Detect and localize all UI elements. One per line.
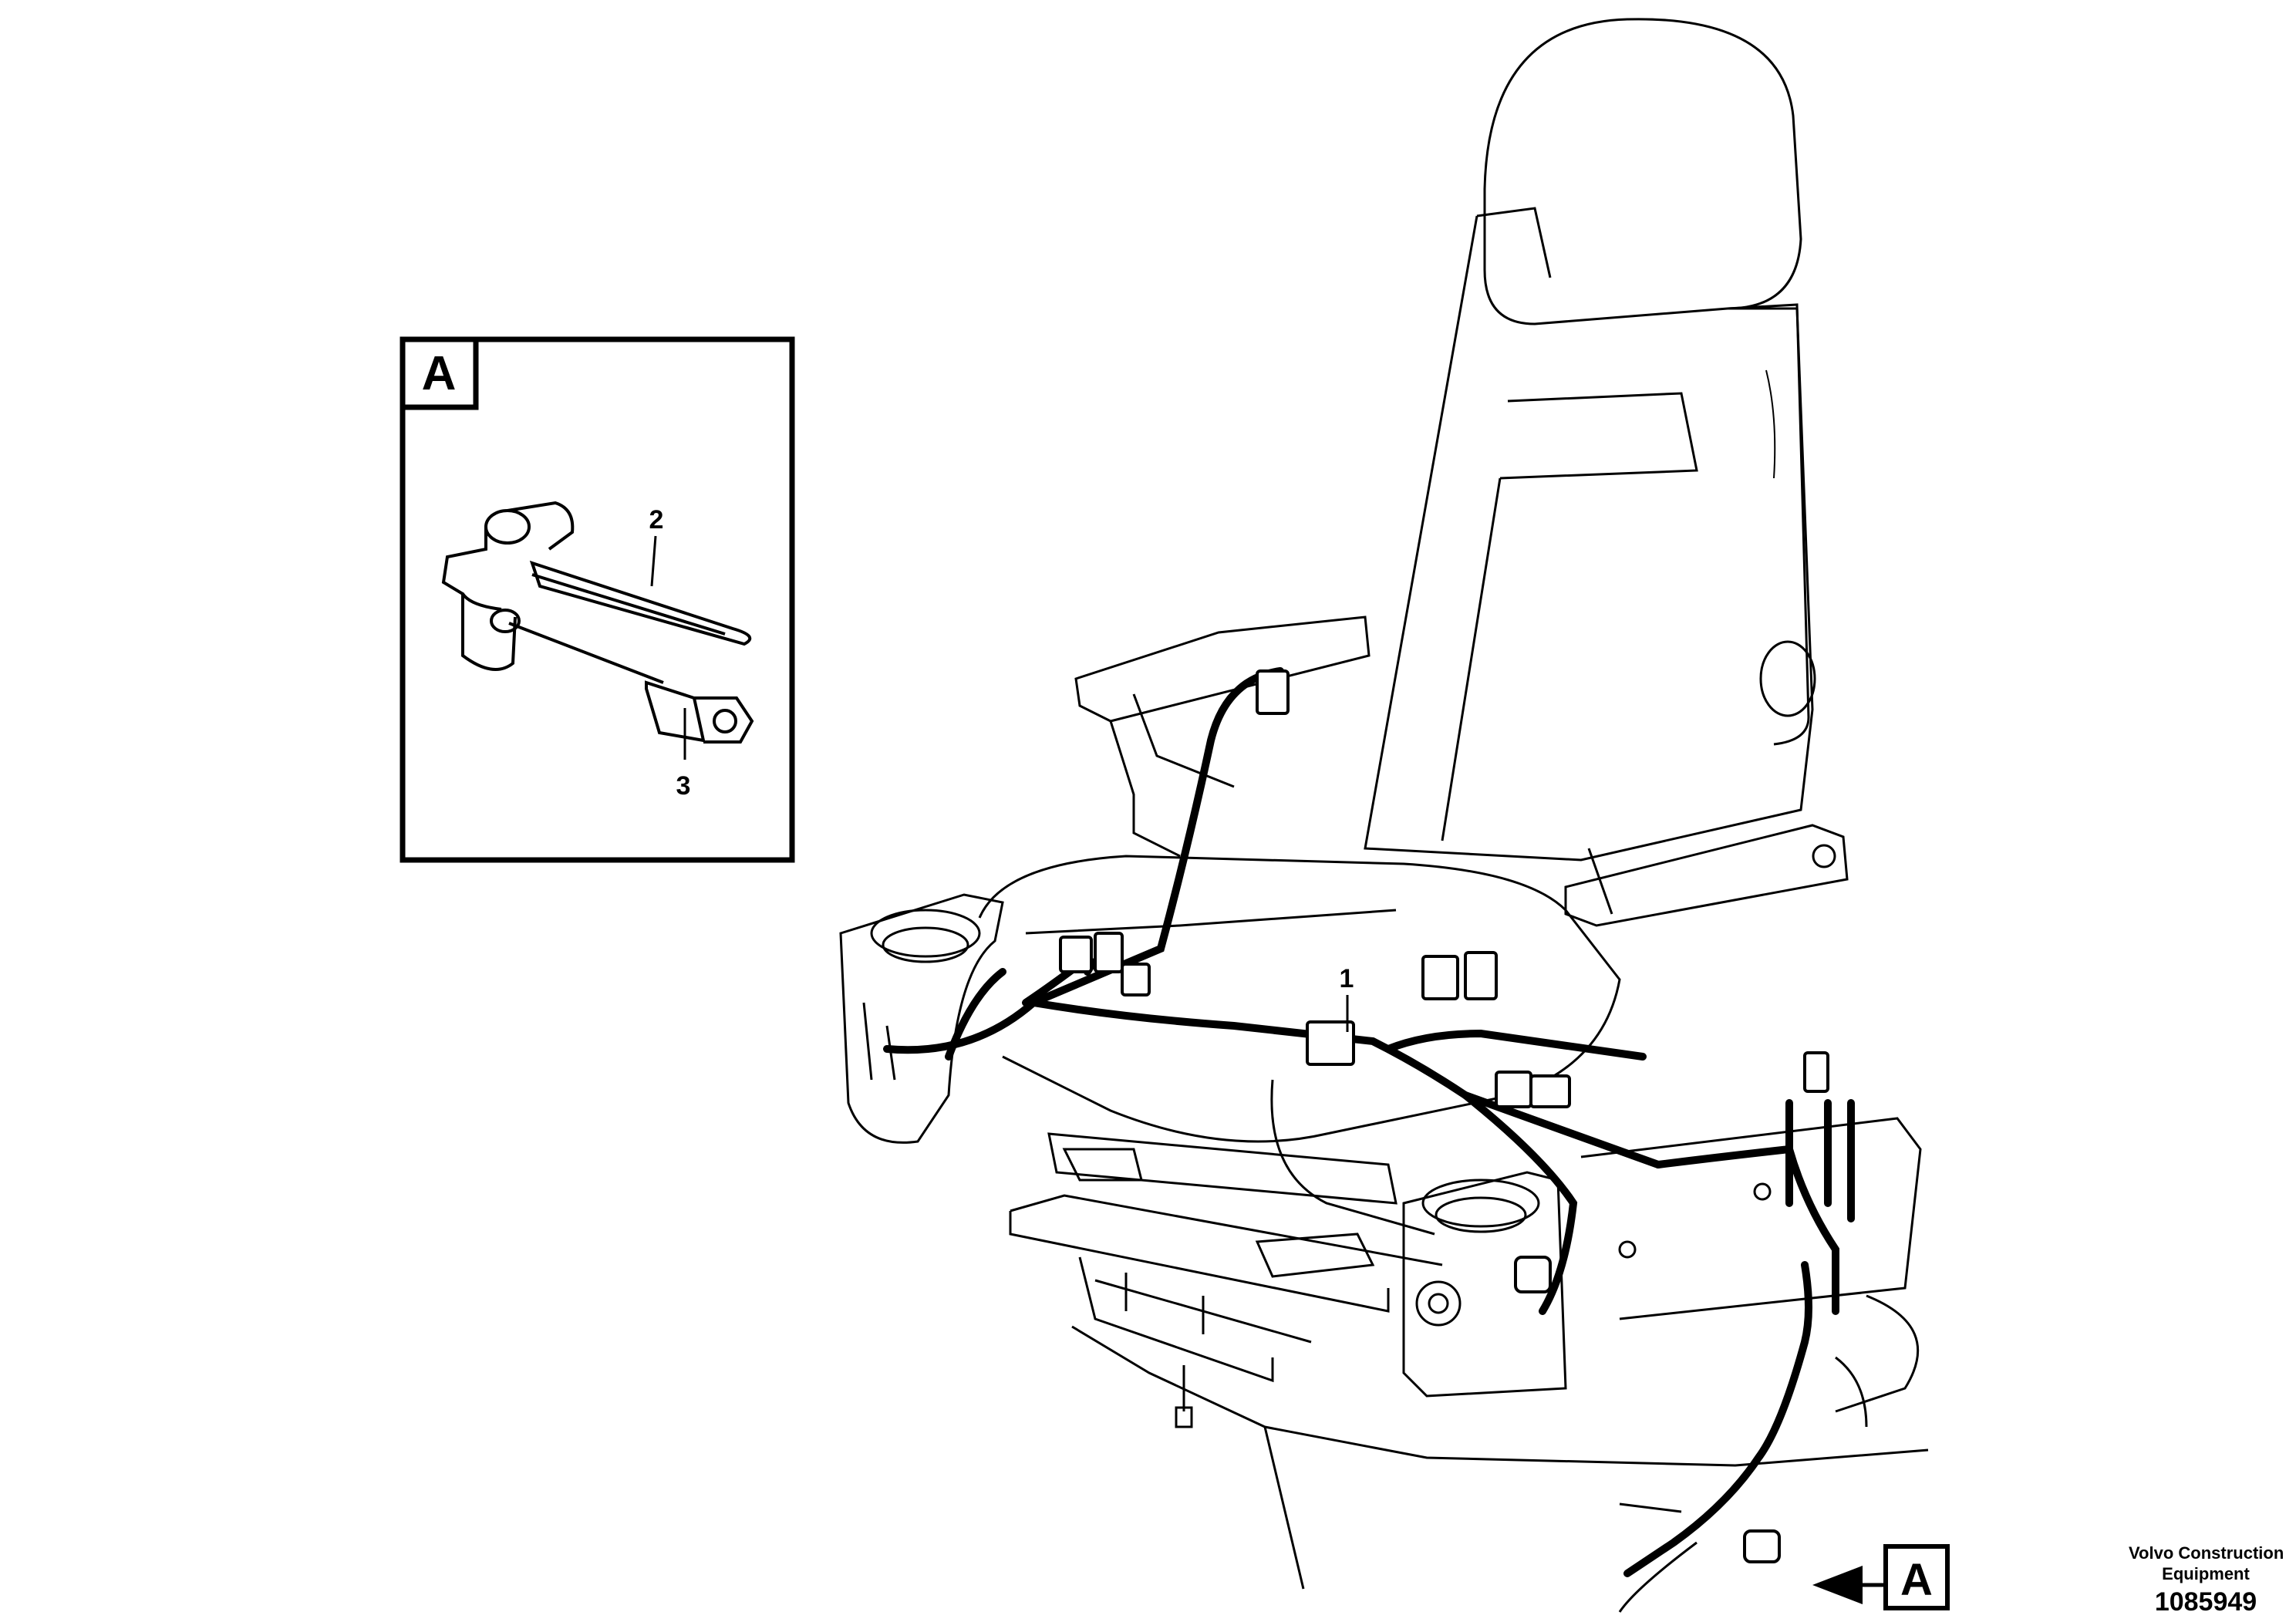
credit-line-1: Volvo Construction [2129, 1543, 2284, 1563]
credit-block: Volvo Construction Equipment 1085949 [2129, 1543, 2284, 1620]
slide-rail [1047, 1132, 1397, 1205]
headrest [1483, 18, 1802, 325]
detail-box-label: A [422, 347, 457, 400]
figure-number: 1085949 [2154, 1587, 2257, 1617]
wiring-harness [883, 667, 1855, 1577]
left-armrest [1074, 615, 1371, 723]
seat-cushion [978, 855, 1621, 1143]
credit-line-2: Equipment [2162, 1564, 2250, 1583]
right-armrest [1564, 824, 1849, 927]
view-marker-label: A [1900, 1555, 1933, 1605]
view-marker-a: A [1812, 1544, 1950, 1610]
bolt-part [508, 622, 754, 744]
detail-view-a: A 2 3 [400, 336, 795, 863]
backrest [1364, 215, 1814, 862]
callout-3: 3 [676, 771, 691, 801]
callout-1: 1 [1340, 964, 1354, 993]
bracket-part [441, 501, 575, 671]
right-console [1402, 1171, 1567, 1398]
cable-tie-part [529, 560, 752, 646]
connectors [1059, 669, 1829, 1563]
seat-assembly [839, 18, 1929, 1613]
left-console [839, 893, 1004, 1144]
callout-2: 2 [649, 505, 664, 534]
